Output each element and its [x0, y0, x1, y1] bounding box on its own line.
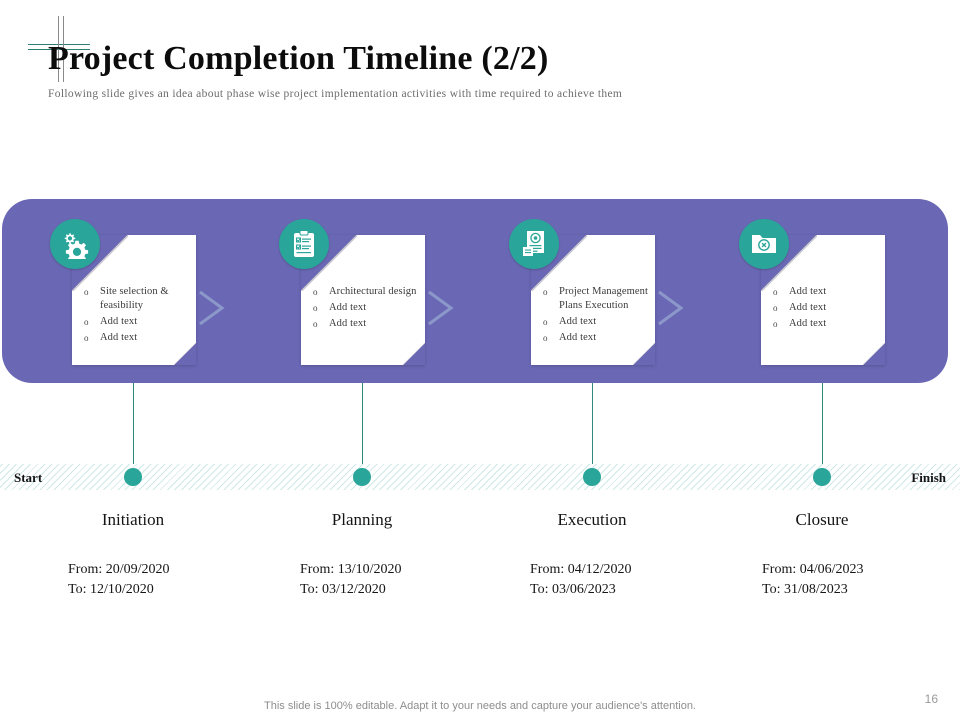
- bullet-marker: o: [773, 319, 778, 329]
- page-number: 16: [924, 692, 938, 706]
- footer-note: This slide is 100% editable. Adapt it to…: [264, 700, 696, 712]
- bullet-label: Add text: [100, 316, 138, 327]
- bullet-marker: o: [543, 287, 548, 297]
- phase-bullets: o Site selection & feasibility o Add tex…: [82, 285, 190, 347]
- date-from: From: 04/12/2020: [530, 562, 632, 577]
- list-item: o Add text: [541, 331, 649, 345]
- phase-dates-execution: From: 04/12/2020 To: 03/06/2023: [530, 560, 730, 600]
- phase-dates-closure: From: 04/06/2023 To: 31/08/2023: [762, 560, 960, 600]
- date-to: To: 03/06/2023: [530, 582, 616, 597]
- phase-card-planning[interactable]: o Architectural design o Add text o Add …: [279, 219, 425, 365]
- phase-card-closure[interactable]: o Add text o Add text o Add text: [739, 219, 885, 365]
- list-item: o Add text: [541, 315, 649, 329]
- list-item: o Add text: [311, 301, 419, 315]
- list-item: o Add text: [771, 285, 879, 299]
- cross-decoration-icon: [28, 16, 90, 82]
- date-from: From: 04/06/2023: [762, 562, 864, 577]
- card-corner-fold-bottom: [863, 343, 885, 365]
- connector-line-execution: [592, 383, 594, 475]
- phase-name-execution: Execution: [557, 510, 627, 529]
- phase-name-planning: Planning: [331, 510, 393, 529]
- slide-header: Project Completion Timeline (2/2) Follow…: [0, 0, 960, 130]
- page-subtitle: Following slide gives an idea about phas…: [48, 88, 623, 100]
- phase-bullets: o Add text o Add text o Add text: [771, 285, 879, 333]
- phase-bullets: o Architectural design o Add text o Add …: [311, 285, 419, 333]
- gears-icon: [50, 219, 100, 269]
- list-item: o Add text: [82, 315, 190, 329]
- list-item: o Add text: [82, 331, 190, 345]
- bullet-marker: o: [313, 319, 318, 329]
- bullet-marker: o: [84, 287, 89, 297]
- bullet-label: Add text: [789, 318, 827, 329]
- date-to: To: 31/08/2023: [762, 582, 848, 597]
- milestone-dot-initiation[interactable]: [124, 468, 142, 486]
- phase-dates-initiation: From: 20/09/2020 To: 12/10/2020: [68, 560, 268, 600]
- list-item: o Add text: [311, 317, 419, 331]
- phase-name-initiation: Initiation: [101, 510, 165, 529]
- bullet-marker: o: [773, 287, 778, 297]
- milestone-dot-closure[interactable]: [813, 468, 831, 486]
- bullet-label: Add text: [789, 302, 827, 313]
- bullet-marker: o: [543, 333, 548, 343]
- bullet-label: Add text: [559, 316, 597, 327]
- bullet-marker: o: [313, 287, 318, 297]
- list-item: o Site selection & feasibility: [82, 285, 190, 313]
- bullet-marker: o: [773, 303, 778, 313]
- phase-card-execution[interactable]: o Project Management Plans Execution o A…: [509, 219, 655, 365]
- phase-name-closure: Closure: [795, 510, 849, 529]
- bullet-marker: o: [84, 333, 89, 343]
- list-item: o Add text: [771, 317, 879, 331]
- chevron-right-icon-2: [428, 290, 454, 326]
- date-to: To: 12/10/2020: [68, 582, 154, 597]
- phase-card-initiation[interactable]: o Site selection & feasibility o Add tex…: [50, 219, 196, 365]
- timeline-finish-label: Finish: [911, 470, 946, 485]
- connector-line-closure: [822, 383, 824, 475]
- date-to: To: 03/12/2020: [300, 582, 386, 597]
- connector-line-initiation: [133, 383, 135, 475]
- list-item: o Project Management Plans Execution: [541, 285, 649, 313]
- bullet-marker: o: [313, 303, 318, 313]
- list-item: o Add text: [771, 301, 879, 315]
- document-gear-icon: [509, 219, 559, 269]
- bullet-label: Add text: [100, 332, 138, 343]
- chevron-right-icon-3: [658, 290, 684, 326]
- timeline-band: [0, 464, 960, 490]
- phase-bullets: o Project Management Plans Execution o A…: [541, 285, 649, 347]
- bullet-label: Add text: [329, 302, 367, 313]
- milestone-dot-execution[interactable]: [583, 468, 601, 486]
- clipboard-checklist-icon: [279, 219, 329, 269]
- bullet-label: Site selection & feasibility: [100, 286, 169, 311]
- bullet-label: Project Management Plans Execution: [559, 286, 648, 311]
- bullet-marker: o: [543, 317, 548, 327]
- list-item: o Architectural design: [311, 285, 419, 299]
- folder-close-icon: [739, 219, 789, 269]
- bullet-label: Architectural design: [329, 286, 417, 297]
- connector-line-planning: [362, 383, 364, 475]
- phase-dates-planning: From: 13/10/2020 To: 03/12/2020: [300, 560, 500, 600]
- bullet-label: Add text: [559, 332, 597, 343]
- bullet-marker: o: [84, 317, 89, 327]
- bullet-label: Add text: [789, 286, 827, 297]
- card-corner-fold-bottom: [403, 343, 425, 365]
- date-from: From: 13/10/2020: [300, 562, 402, 577]
- milestone-dot-planning[interactable]: [353, 468, 371, 486]
- timeline-start-label: Start: [14, 470, 43, 485]
- page-title: Project Completion Timeline (2/2): [48, 40, 549, 77]
- chevron-right-icon-1: [199, 290, 225, 326]
- date-from: From: 20/09/2020: [68, 562, 170, 577]
- bullet-label: Add text: [329, 318, 367, 329]
